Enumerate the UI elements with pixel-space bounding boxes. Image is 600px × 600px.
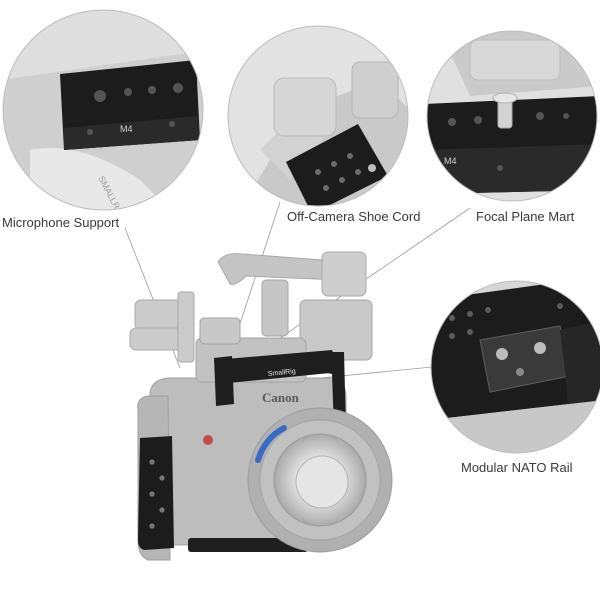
cage-bottom-plate <box>188 538 308 552</box>
lens-blue-ring-mark <box>255 425 287 463</box>
detail-circle-focal-plane: M4 <box>426 30 598 202</box>
focal-plane-m4-engraving: M4 <box>444 156 457 166</box>
cage-brand-engraving: SmallRig <box>267 368 296 378</box>
shoe-cord-connector <box>273 77 337 137</box>
hotshoe-block <box>199 317 241 345</box>
mic-support-m4-engraving: M4 <box>120 124 133 134</box>
detail-circle-nato-rail <box>430 280 600 454</box>
cage-side-plate <box>138 436 174 550</box>
camera-rig: SmallRig Canon <box>129 251 393 561</box>
detail-circle-shoe-cord <box>227 25 409 207</box>
handle-stem <box>261 279 289 337</box>
lcd-monitor <box>299 299 373 361</box>
handle-shoe-mount <box>321 251 367 297</box>
lens-inner-element <box>295 455 349 509</box>
callout-off-camera-shoe-cord: Off-Camera Shoe Cord <box>287 209 421 224</box>
callout-focal-plane-mart: Focal Plane Mart <box>476 209 575 224</box>
callout-modular-nato-rail: Modular NATO Rail <box>461 460 573 475</box>
microphone-holder <box>129 291 195 363</box>
shoe-cord-plate <box>286 124 388 206</box>
camera-brand-label: Canon <box>262 390 300 405</box>
callout-microphone-support: Microphone Support <box>2 215 120 230</box>
camera-record-button <box>203 435 213 445</box>
detail-circle-microphone-support: M4 SMALLRIG <box>2 9 204 211</box>
cage-top-left-block <box>214 356 234 406</box>
cage-top-bar <box>214 350 340 384</box>
cage-side-holes <box>149 459 165 529</box>
